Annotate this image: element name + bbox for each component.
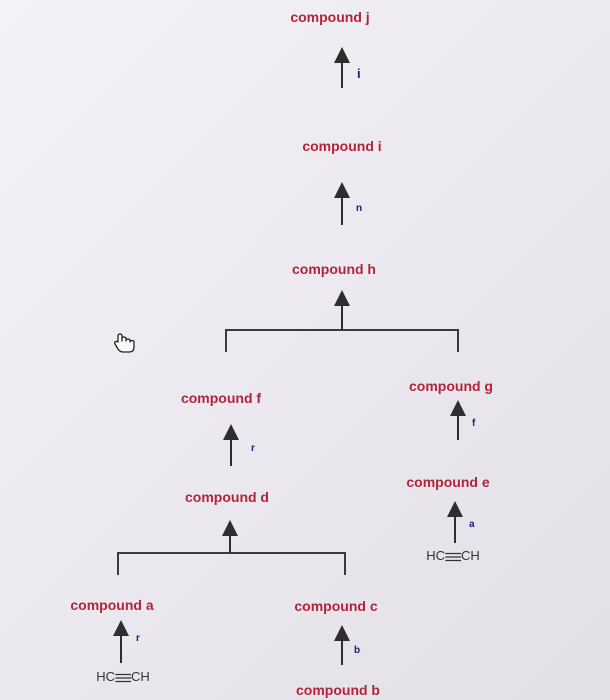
reagent-acetylene-to-a: r bbox=[136, 633, 140, 644]
acetylene-left-left: HC bbox=[96, 669, 115, 684]
reagent-h-to-i: n bbox=[356, 203, 363, 214]
acetylene-right: HC CH bbox=[426, 548, 480, 563]
hand-pointer-icon bbox=[112, 330, 138, 361]
compound-b-label: compound b bbox=[296, 682, 380, 698]
reagent-acetylene-to-e: a bbox=[469, 519, 475, 530]
reagent-b-to-c: b bbox=[354, 645, 361, 656]
compound-c-label: compound c bbox=[294, 598, 378, 614]
reagent-e-to-g: f bbox=[472, 418, 476, 429]
reagent-d-to-f: r bbox=[251, 443, 255, 454]
compound-g-label: compound g bbox=[409, 378, 493, 394]
triple-bond-icon bbox=[115, 673, 131, 682]
compound-f-label: compound f bbox=[180, 390, 262, 406]
acetylene-left-right: CH bbox=[131, 669, 150, 684]
compound-i-label: compound i bbox=[302, 138, 382, 154]
acetylene-right-left: HC bbox=[426, 548, 445, 563]
reagent-i-to-j: i bbox=[357, 66, 361, 81]
acetylene-left: HC CH bbox=[96, 669, 150, 684]
compound-d-label: compound d bbox=[185, 489, 269, 505]
triple-bond-icon bbox=[445, 552, 461, 561]
compound-a-label: compound a bbox=[70, 597, 154, 613]
compound-e-label: compound e bbox=[406, 474, 490, 490]
acetylene-right-right: CH bbox=[461, 548, 480, 563]
compound-h-label: compound h bbox=[292, 261, 376, 277]
compound-j-label: compound j bbox=[290, 9, 370, 25]
